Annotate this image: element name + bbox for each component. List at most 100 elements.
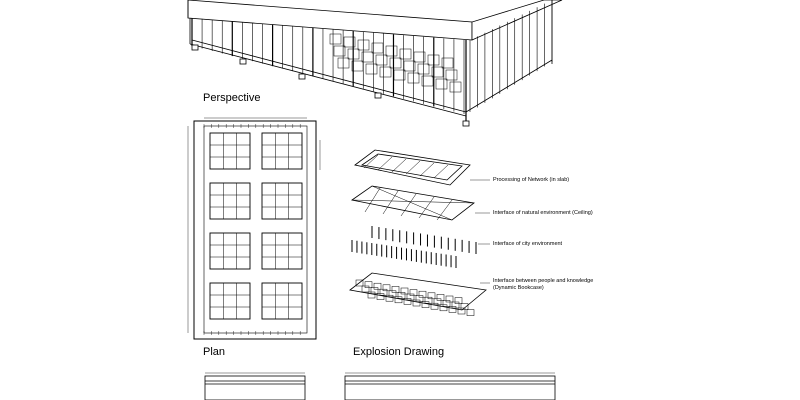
bookcase-unit bbox=[433, 298, 442, 306]
network-slab-layer bbox=[354, 149, 471, 186]
bookcase-unit bbox=[379, 288, 388, 296]
bookcase-unit bbox=[373, 282, 382, 290]
bookcase-unit bbox=[355, 279, 364, 287]
bookcase-unit bbox=[436, 294, 445, 301]
explosion-elevation bbox=[344, 372, 556, 400]
interior-shelving bbox=[329, 33, 462, 93]
ceiling-outline bbox=[351, 185, 475, 221]
ceiling-ridge bbox=[371, 185, 453, 221]
bookcase-unit bbox=[403, 298, 412, 305]
shelf-unit bbox=[375, 54, 388, 66]
bookcase-unit bbox=[460, 303, 469, 310]
shelf-unit bbox=[393, 69, 406, 81]
layer-label-ceiling: Interface of natural environment (Ceilin… bbox=[493, 210, 593, 216]
layer-label-bookcase: Interface between people and knowledge (… bbox=[493, 278, 593, 292]
base-plinth bbox=[191, 39, 553, 113]
shelf-unit bbox=[403, 60, 416, 72]
shelf-unit bbox=[389, 57, 402, 69]
bookcase-unit bbox=[451, 301, 460, 309]
plan-elevation bbox=[204, 372, 306, 400]
plan-title: Plan bbox=[203, 346, 226, 358]
shelf-unit bbox=[379, 66, 392, 78]
ceiling-fold bbox=[400, 193, 417, 217]
plan-bookcase-module bbox=[261, 182, 303, 220]
shelf-unit bbox=[449, 81, 462, 93]
ceiling-fold bbox=[382, 190, 399, 215]
shelf-unit bbox=[371, 42, 384, 54]
bookcase-unit bbox=[445, 295, 454, 303]
bookcase-unit bbox=[430, 302, 439, 310]
plan-bookcase-module bbox=[209, 132, 251, 170]
truss-member bbox=[419, 162, 435, 177]
bookcase-unit bbox=[397, 292, 406, 299]
bookcase-unit bbox=[424, 296, 433, 304]
bookcase-unit bbox=[391, 286, 400, 293]
bookcase-unit bbox=[439, 304, 448, 312]
truss-member bbox=[377, 156, 393, 171]
bookcase-base bbox=[349, 272, 487, 311]
shelf-unit bbox=[329, 33, 342, 45]
column-footing bbox=[239, 58, 247, 65]
slab-outline bbox=[354, 149, 471, 186]
front-facade bbox=[189, 18, 470, 127]
shelf-unit bbox=[347, 48, 360, 60]
shelf-unit bbox=[407, 72, 420, 84]
shelf-unit bbox=[365, 63, 378, 75]
bookcase-layer bbox=[349, 272, 487, 316]
ceiling-fold bbox=[418, 196, 435, 219]
plan-drawing bbox=[187, 117, 321, 340]
shelf-unit bbox=[333, 45, 346, 57]
bookcase-unit bbox=[454, 297, 463, 304]
column-footing bbox=[462, 120, 470, 127]
layer-label-city: Interface of city environment bbox=[493, 241, 563, 247]
shelf-unit bbox=[337, 57, 350, 69]
truss-member bbox=[405, 160, 421, 175]
layer-label-bookcase-line1: Interface between people and knowledge bbox=[493, 278, 594, 284]
plan-inner bbox=[203, 125, 308, 334]
explosion-title: Explosion Drawing bbox=[353, 346, 445, 358]
truss-member bbox=[391, 158, 407, 173]
bookcase-unit bbox=[421, 301, 430, 308]
ceiling-fold bbox=[364, 187, 381, 213]
bookcase-unit bbox=[466, 309, 475, 316]
side-facade bbox=[469, 0, 553, 112]
bookcase-unit bbox=[406, 293, 415, 301]
bookcase-unit bbox=[448, 306, 457, 313]
plan-bookcase-module bbox=[261, 132, 303, 170]
plan-bookcase-module bbox=[209, 182, 251, 220]
column-footing bbox=[298, 73, 306, 80]
shelf-unit bbox=[357, 39, 370, 51]
truss-member bbox=[363, 154, 379, 169]
plan-outline bbox=[193, 120, 317, 340]
bookcase-unit bbox=[382, 284, 391, 292]
plan-bookcase-module bbox=[209, 232, 251, 270]
shelf-unit bbox=[427, 54, 440, 66]
bookcase-unit bbox=[376, 293, 385, 300]
shelf-unit bbox=[399, 48, 412, 60]
plan-bookcase-module bbox=[209, 282, 251, 320]
plan-bookcase-module bbox=[261, 232, 303, 270]
shelf-unit bbox=[417, 63, 430, 75]
bookcase-unit bbox=[364, 281, 373, 288]
bookcase-unit bbox=[367, 291, 376, 299]
layer-label-bookcase-line2: (Dynamic Bookcase) bbox=[493, 285, 544, 291]
shelf-unit bbox=[441, 57, 454, 69]
bookcase-unit bbox=[418, 290, 427, 298]
column-footing bbox=[191, 44, 199, 51]
plan-bookcase-module bbox=[261, 282, 303, 320]
bookcase-unit bbox=[409, 289, 418, 296]
shelf-unit bbox=[385, 45, 398, 57]
shelf-unit bbox=[361, 51, 374, 63]
shelf-unit bbox=[431, 66, 444, 78]
ceiling-fold bbox=[436, 199, 453, 221]
shelf-unit bbox=[435, 78, 448, 90]
bookcase-unit bbox=[361, 285, 370, 293]
shelf-unit bbox=[343, 36, 356, 48]
truss-member bbox=[433, 164, 449, 179]
bookcase-unit bbox=[442, 300, 451, 307]
city-interface-layer bbox=[351, 226, 477, 268]
column-footing bbox=[374, 92, 382, 99]
perspective-title: Perspective bbox=[203, 92, 261, 104]
bookcase-unit bbox=[370, 287, 379, 294]
